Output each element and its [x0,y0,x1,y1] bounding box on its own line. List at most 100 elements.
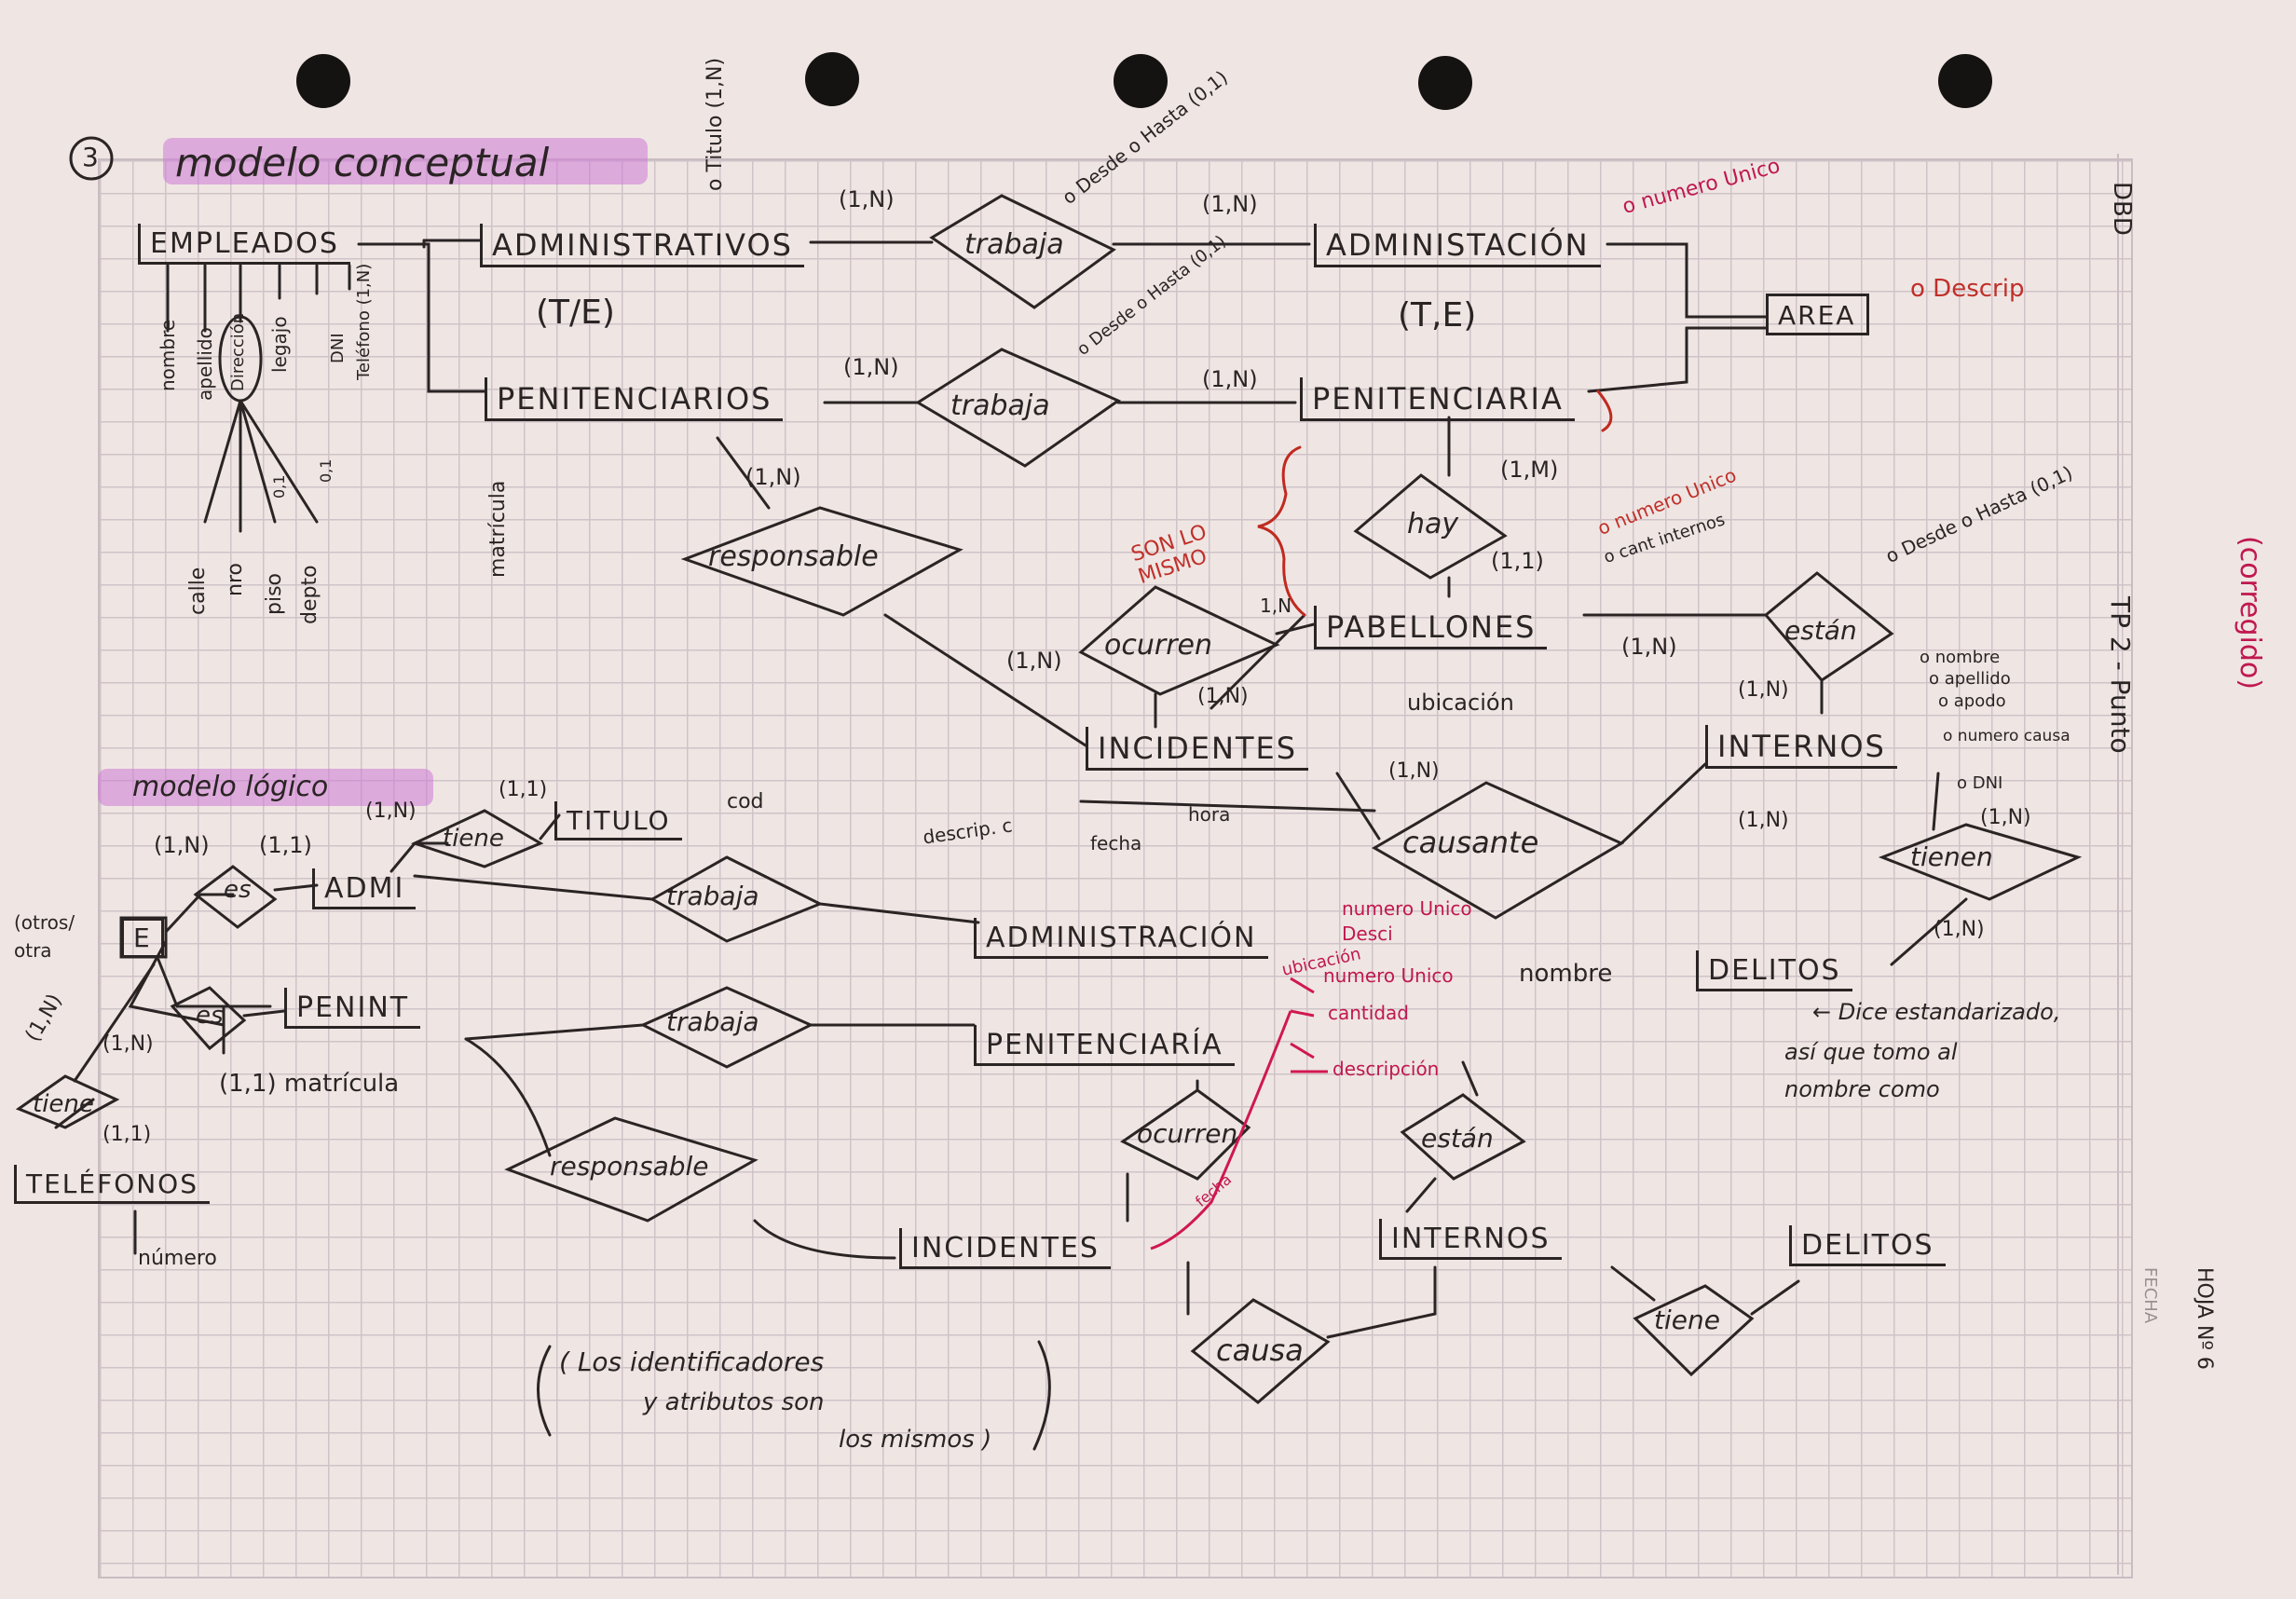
attribute-fecha: fecha [1090,832,1142,854]
attribute-calle: calle [186,567,210,615]
relation-ocurren: ocurren [1137,1118,1238,1149]
cardinality: (1,N) [1197,685,1249,708]
punch-hole [1938,54,1992,108]
cardinality: (1,M) [1500,457,1559,483]
attribute-apodo: o apodo [1938,691,2006,711]
entity-administrativos: ADMINISTRATIVOS [480,224,804,267]
cardinality: (1,1) [259,832,312,858]
note-line: nombre como [1784,1076,1940,1102]
entity-internos: INTERNOS [1705,725,1897,769]
cardinality: (1,N) [1388,759,1440,783]
footer-note-line: y atributos son [643,1388,825,1416]
relation-causante: causante [1402,825,1539,860]
entity-penint: PENINT [284,988,421,1029]
attribute-cardinality: 0,1 [317,458,335,483]
cardinality: (1,N) [745,464,801,490]
graph-paper-grid [98,158,2133,1578]
entity-delitos: DELITOS [1696,950,1852,991]
entity-admi: ADMI [312,868,417,909]
title-highlight [163,138,648,184]
note-line: ← Dice estandarizado, [1812,999,2061,1025]
attribute-desci: Desci [1342,922,1393,945]
attribute-cod: cod [727,790,764,813]
relation-trabaja: trabaja [666,1006,759,1037]
relation-causa: causa [1216,1332,1304,1368]
relation-trabaja: trabaja [964,228,1064,261]
relation-ocurren: ocurren [1104,629,1213,662]
cardinality: (1,1) [102,1123,152,1146]
attribute-cantidad: cantidad [1328,1002,1409,1024]
relation-tiene: tiene [1654,1305,1720,1335]
cardinality: (1,N) [1934,918,1985,941]
relation-responsable: responsable [550,1151,709,1182]
punch-hole [805,52,859,106]
punch-hole [1418,56,1472,110]
cardinality: (1,1) [1491,548,1544,574]
cardinality: (1,N) [1202,366,1258,392]
note-line: así que tomo al [1784,1039,1958,1065]
cardinality: (1,N) [154,832,210,858]
side-hoja: HOJA Nº 6 [2193,1267,2216,1370]
relation-hay: hay [1407,508,1459,540]
attribute-descripcion: descripción [1332,1058,1440,1080]
coverage-te: (T/E) [536,294,615,332]
entity-e: E [121,918,164,958]
entity-telefonos: TELÉFONOS [14,1165,210,1204]
attribute-numero-unico: numero Unico [1342,897,1472,920]
page-number: 3 [82,142,99,172]
attribute-telefono: Teléfono (1,N) [354,263,374,380]
relation-tiene: tiene [443,825,504,853]
attribute-matricula: matrícula [486,480,510,578]
cardinality: (1,N) [102,1032,154,1056]
entity-pabellones: PABELLONES [1314,606,1548,649]
attribute-direccion: Dirección [228,312,248,391]
coverage-te: (T,E) [1398,296,1477,335]
punch-hole [296,54,350,108]
entity-titulo: TITULO [554,801,682,840]
cardinality: (1,N) [843,354,899,380]
cardinality: (1,N) [1980,806,2031,829]
attribute-cardinality: 0,1 [270,474,288,499]
entity-penitenciarios: PENITENCIARIOS [485,377,784,421]
cardinality: (1,N) [1202,191,1258,217]
title-modelo-conceptual: modelo conceptual [175,140,550,185]
cardinality: (1,N) [1738,678,1789,702]
entity-incidentes: INCIDENTES [899,1228,1111,1269]
footer-note-line: los mismos ) [839,1426,992,1454]
relation-tienen: tienen [1910,841,1993,872]
attribute-dni: o DNI [1957,773,2003,793]
relation-tiene: tiene [33,1090,94,1118]
attribute-apellido: o apellido [1929,669,2011,689]
entity-penitenciaria: PENITENCIARIA [1300,377,1575,421]
entity-incidentes: INCIDENTES [1086,727,1309,771]
attribute-hora: hora [1188,803,1231,826]
cardinality: (1,N) [1006,648,1062,674]
entity-delitos: DELITOS [1789,1225,1946,1266]
entity-administracion: ADMINISTRACIÓN [974,918,1268,959]
title-highlight [98,769,433,806]
cardinality: (1,N) [1621,634,1677,660]
entity-area: AREA [1766,294,1870,335]
attribute-legajo: legajo [268,316,291,373]
cardinality: (1,1) [499,778,548,801]
side-tp: TP 2 - Punto [2105,596,2136,754]
punch-hole [1114,54,1168,108]
attribute-ubicacion: ubicación [1407,690,1514,716]
attribute-apellido: apellido [194,327,216,401]
relation-estan: están [1421,1123,1494,1154]
attribute-numero-causa: o numero causa [1943,727,2070,745]
relation-responsable: responsable [708,540,879,573]
cardinality: (1,N) [839,186,895,212]
side-corregido: (corregido) [2234,536,2266,690]
attribute-titulo: o Titulo (1,N) [704,57,727,191]
cardinality: (1,N) [365,800,417,823]
relation-trabaja: trabaja [666,881,759,911]
relation-es: es [196,1002,224,1030]
side-fecha: FECHA [2140,1267,2160,1324]
footer-note-line: ( Los identificadores [559,1346,825,1377]
attribute-otros-otra: (otros/ otra [14,911,75,962]
cardinality: (1,N) [1738,809,1789,832]
title-modelo-logico: modelo lógico [132,771,329,803]
